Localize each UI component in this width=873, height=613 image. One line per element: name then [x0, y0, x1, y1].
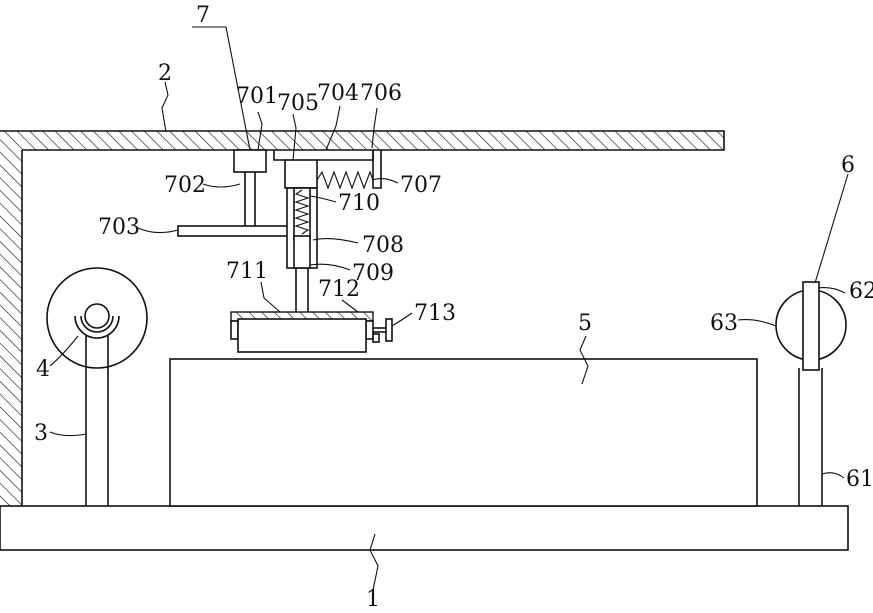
left-support-post [86, 336, 108, 506]
label-6: 6 [841, 153, 855, 178]
base-plate [0, 506, 848, 550]
workpiece-block [170, 359, 757, 506]
label-3: 3 [34, 421, 48, 446]
mount-block-701 [234, 150, 266, 172]
label-710: 710 [338, 191, 380, 216]
label-706: 706 [360, 81, 402, 106]
right-disc [776, 282, 846, 370]
left-roll [47, 268, 147, 368]
label-61: 61 [846, 467, 873, 492]
label-705: 705 [277, 91, 319, 116]
label-1: 1 [366, 587, 380, 608]
label-2: 2 [158, 61, 172, 86]
knob-713 [373, 319, 392, 342]
spring-707 [317, 172, 373, 188]
frame-left-wall [0, 150, 22, 506]
clamp-block-712 [238, 319, 366, 352]
frame-top-beam [0, 131, 724, 150]
label-5: 5 [578, 311, 592, 336]
label-711: 711 [226, 259, 268, 284]
label-62: 62 [849, 279, 873, 304]
label-4: 4 [36, 357, 50, 382]
rod-709 [294, 236, 310, 312]
arm-703 [178, 226, 290, 236]
label-712: 712 [318, 277, 360, 302]
rod-702 [245, 172, 255, 226]
label-704: 704 [317, 81, 359, 106]
label-713: 713 [414, 301, 456, 326]
right-support-post [799, 368, 822, 506]
label-708: 708 [362, 233, 404, 258]
label-702: 702 [164, 173, 206, 198]
label-701: 701 [236, 84, 278, 109]
label-703: 703 [98, 215, 140, 240]
mount-block-705 [285, 160, 317, 188]
label-7: 7 [196, 3, 210, 28]
label-707: 707 [400, 173, 442, 198]
label-63: 63 [710, 311, 738, 336]
